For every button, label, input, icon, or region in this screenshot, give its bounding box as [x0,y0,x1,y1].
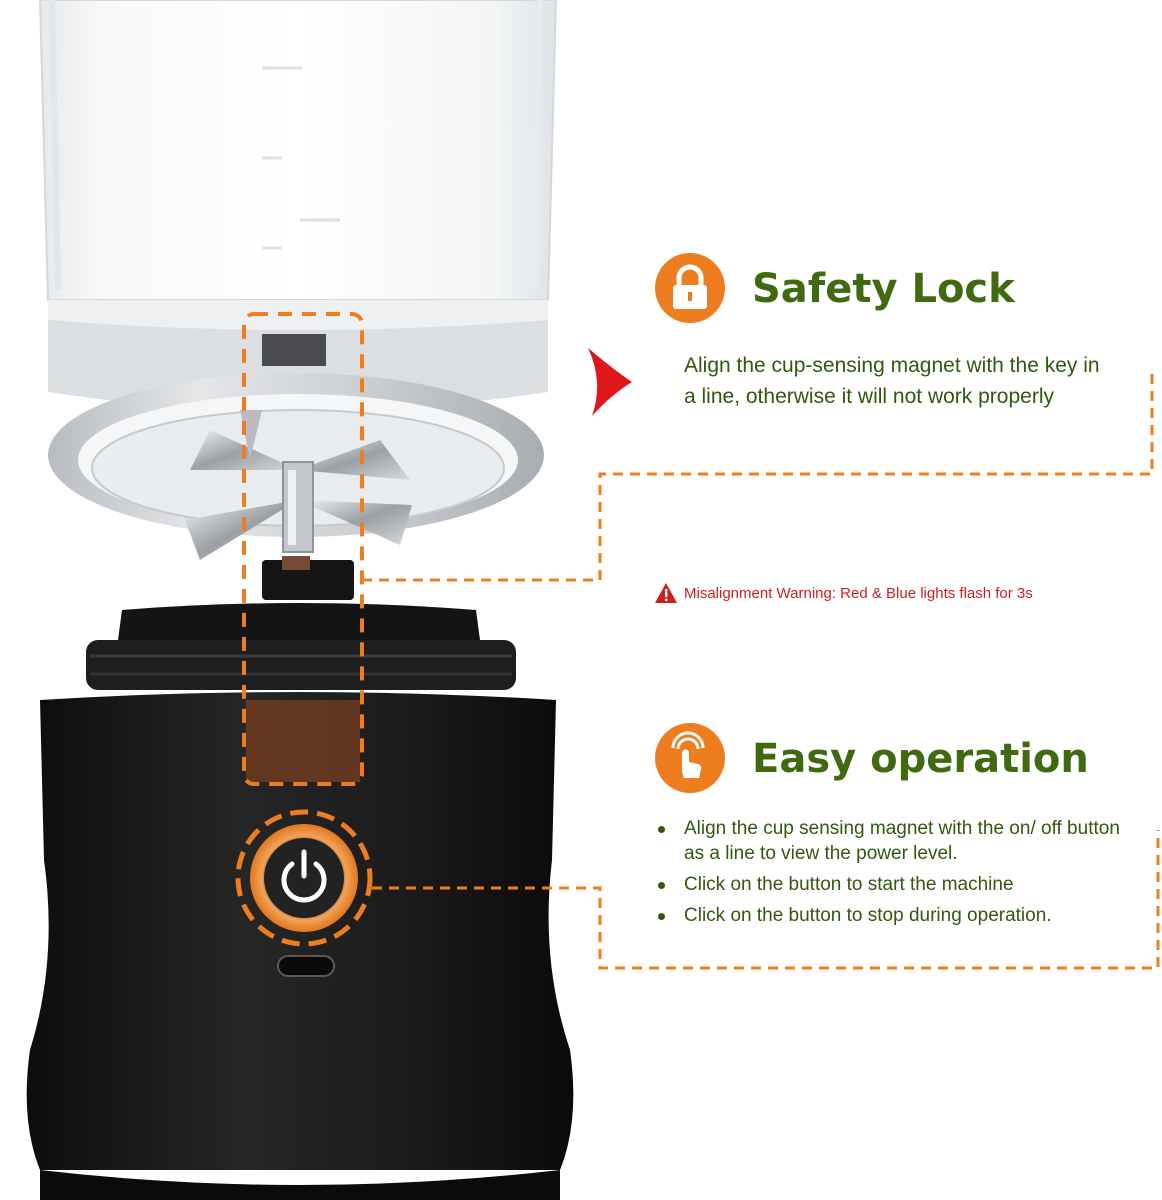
misalignment-warning: Misalignment Warning: Red & Blue lights … [654,582,1033,604]
warning-text: Misalignment Warning: Red & Blue lights … [684,585,1033,602]
tap-hand-icon [655,723,725,793]
list-item: Click on the button to stop during opera… [654,903,1144,928]
usb-port [277,955,335,977]
list-item: Align the cup sensing magnet with the on… [654,816,1144,866]
easy-operation-list: Align the cup sensing magnet with the on… [654,816,1144,934]
power-icon [281,849,327,903]
pointer-arrow [588,348,632,416]
cup-body [38,0,558,301]
safety-lock-description: Align the cup-sensing magnet with the ke… [684,354,1100,408]
warning-triangle-icon [655,583,677,603]
safety-lock-title: Safety Lock [752,266,1015,312]
list-item: Click on the button to start the machine [654,872,1144,897]
easy-operation-title: Easy operation [752,736,1089,782]
padlock-icon [655,253,725,323]
